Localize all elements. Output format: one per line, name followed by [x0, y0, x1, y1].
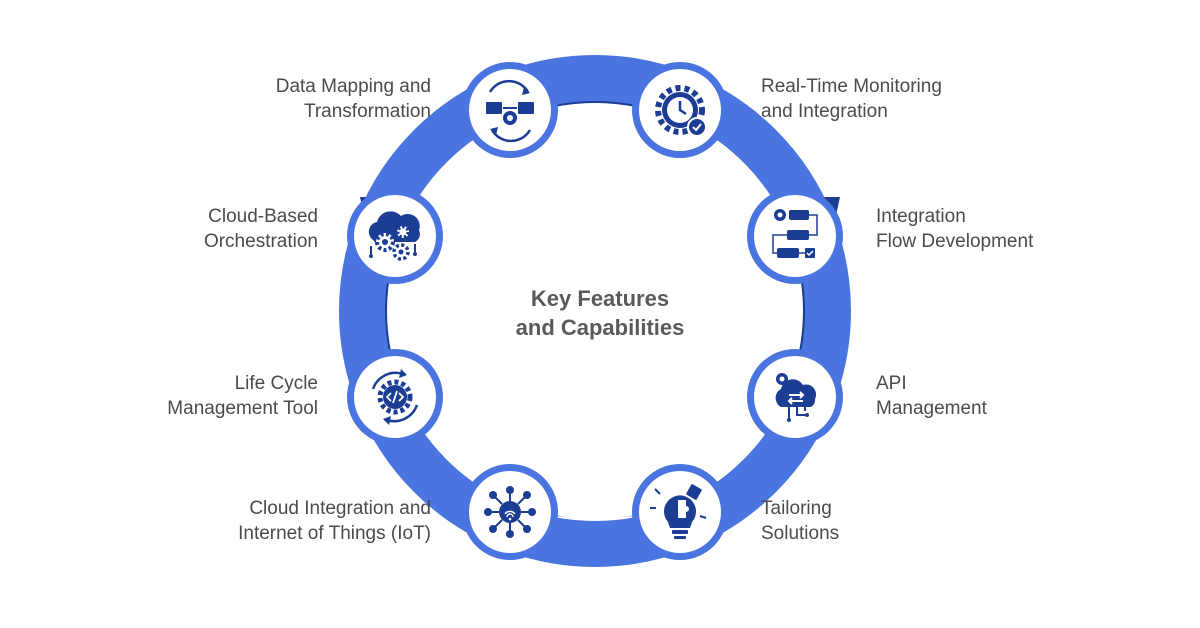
cloud-gears-icon [368, 211, 420, 261]
center-disc [387, 103, 803, 519]
node-integration-flow [747, 188, 843, 284]
label-iot-line1: Cloud Integration and [249, 498, 431, 519]
node-iot [462, 464, 558, 560]
ring-band [339, 55, 851, 567]
label-real-time-line2: and Integration [761, 101, 888, 122]
label-iot: Cloud Integration and Internet of Things… [238, 496, 431, 546]
iot-network-icon [484, 486, 536, 538]
label-life-cycle: Life Cycle Management Tool [167, 371, 318, 421]
label-api: API Management [876, 371, 987, 421]
label-life-cycle-line2: Management Tool [167, 398, 318, 419]
folder-sync-gear-icon [486, 79, 534, 143]
workflow-icon [772, 209, 818, 258]
label-integration-flow-line2: Flow Development [876, 231, 1034, 252]
diagram-title: Key Features and Capabilities [450, 284, 750, 342]
label-real-time: Real-Time Monitoring and Integration [761, 74, 942, 124]
label-api-line1: API [876, 373, 907, 394]
label-cloud-orchestration-line1: Cloud-Based [208, 206, 318, 227]
node-real-time [632, 62, 728, 158]
label-cloud-orchestration: Cloud-Based Orchestration [204, 204, 318, 254]
label-life-cycle-line1: Life Cycle [234, 373, 318, 394]
lightbulb-puzzle-icon [650, 484, 707, 539]
label-data-mapping-line2: Transformation [303, 101, 431, 122]
node-tailoring [632, 464, 728, 560]
gear-clock-check-icon [655, 85, 707, 137]
label-integration-flow-line1: Integration [876, 206, 966, 227]
node-data-mapping [462, 62, 558, 158]
code-gear-cycle-icon [371, 369, 419, 425]
label-real-time-line1: Real-Time Monitoring [761, 76, 942, 97]
node-life-cycle [347, 349, 443, 445]
label-tailoring: Tailoring Solutions [761, 496, 839, 546]
cloud-api-icon [775, 373, 817, 422]
node-api [747, 349, 843, 445]
label-iot-line2: Internet of Things (IoT) [238, 523, 431, 544]
label-data-mapping-line1: Data Mapping and [275, 76, 431, 97]
label-data-mapping: Data Mapping and Transformation [276, 74, 431, 124]
label-cloud-orchestration-line2: Orchestration [203, 231, 318, 252]
label-integration-flow: Integration Flow Development [876, 204, 1033, 254]
diagram-title-line2: and Capabilities [515, 315, 685, 340]
label-tailoring-line1: Tailoring [761, 498, 832, 519]
diagram-title-line1: Key Features [530, 286, 670, 311]
label-tailoring-line2: Solutions [761, 523, 840, 544]
node-cloud-orchestration [347, 188, 443, 284]
label-api-line2: Management [876, 398, 987, 419]
